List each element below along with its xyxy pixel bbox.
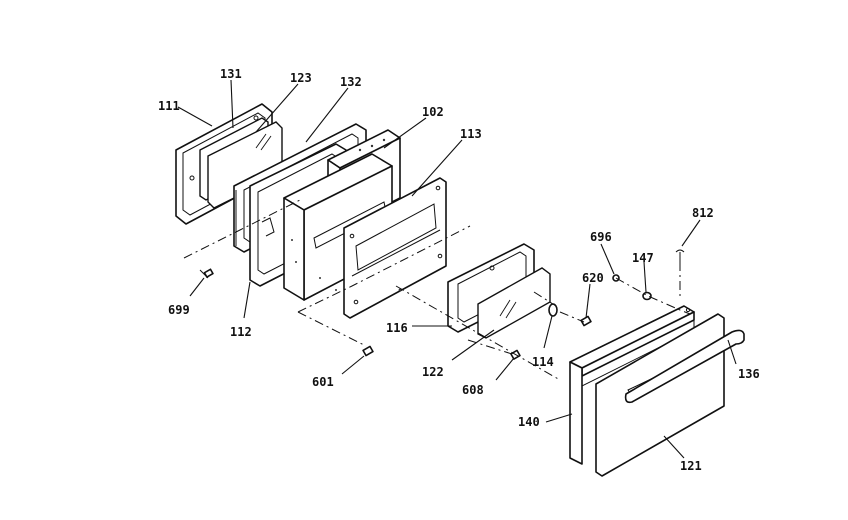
part-812-pin [675, 249, 685, 262]
callout-132: 132 [340, 75, 362, 89]
callout-113: 113 [460, 127, 482, 141]
part-601-screw [362, 345, 374, 357]
callout-102: 102 [422, 105, 444, 119]
part-113-inner-door-panel [343, 177, 447, 319]
callout-608: 608 [462, 383, 484, 397]
callout-123: 123 [290, 71, 312, 85]
callout-620: 620 [582, 271, 604, 285]
callout-131: 131 [220, 67, 242, 81]
callout-136: 136 [738, 367, 760, 381]
leader-lines [177, 79, 737, 459]
callout-601: 601 [312, 375, 334, 389]
part-121-outer-door-panel [595, 313, 725, 477]
callout-116: 116 [386, 321, 408, 335]
part-620-screw [580, 315, 592, 327]
part-136-door-handle [624, 329, 745, 404]
callout-121: 121 [680, 459, 702, 473]
callout-699: 699 [168, 303, 190, 317]
callout-812: 812 [692, 206, 714, 220]
part-140-outer-door-frame [569, 305, 695, 465]
part-122-window-glass [477, 267, 551, 339]
callout-114: 114 [532, 355, 554, 369]
callout-122: 122 [422, 365, 444, 379]
callout-147: 147 [632, 251, 654, 265]
callout-140: 140 [518, 415, 540, 429]
callout-112: 112 [230, 325, 252, 339]
callout-696: 696 [590, 230, 612, 244]
assembly-alignment-lines [183, 199, 691, 381]
callout-labels: 111 131 123 132 102 113 699 112 116 122 … [158, 67, 760, 473]
part-699-screw [199, 268, 214, 279]
callout-111: 111 [158, 99, 180, 113]
